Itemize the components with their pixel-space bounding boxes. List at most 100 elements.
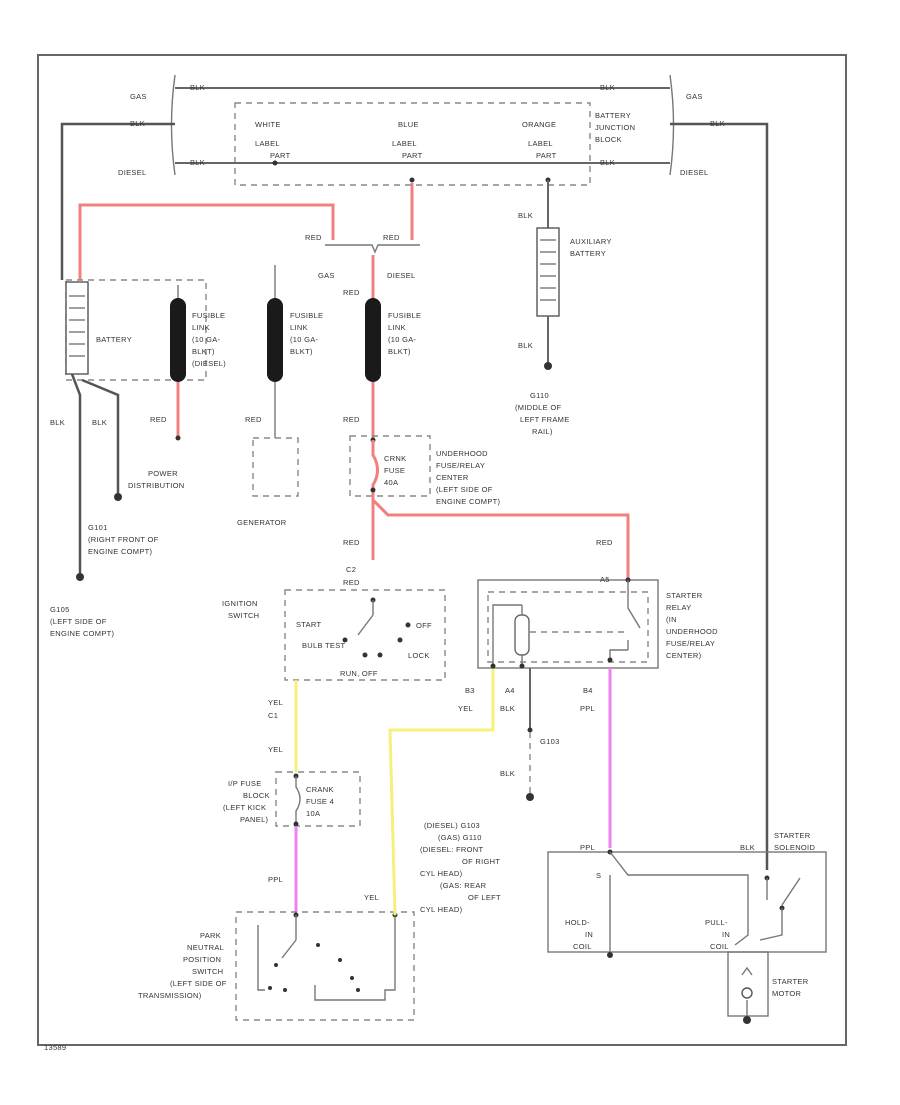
relay-ground: G103 BLK (DIESEL) G103 (GAS) G110 (DIESE… bbox=[420, 668, 559, 914]
crank-fuse-2: FUSE 4 bbox=[306, 797, 334, 806]
relay-5: FUSE/RELAY bbox=[666, 639, 715, 648]
fusible-link-generator: FUSIBLE LINK (10 GA- BLKT) RED bbox=[245, 265, 323, 497]
wire-label-red: RED bbox=[596, 538, 613, 547]
g101-label: G101 bbox=[88, 523, 108, 532]
battery: BATTERY BLK BLK bbox=[50, 279, 207, 581]
g101-desc-2: ENGINE COMPT) bbox=[88, 547, 153, 556]
wire-label-red: RED bbox=[343, 578, 360, 587]
crnk-fuse-2: FUSE bbox=[384, 466, 405, 475]
wire-label-blk: BLK bbox=[500, 704, 515, 713]
ign-start: START bbox=[296, 620, 322, 629]
wire-label-blk: BLK bbox=[600, 83, 615, 92]
wire-label-blk: BLK bbox=[130, 119, 145, 128]
power-dist-2: DISTRIBUTION bbox=[128, 481, 185, 490]
diesel-label-left: DIESEL bbox=[118, 168, 146, 177]
relay-2: RELAY bbox=[666, 603, 692, 612]
fl-gen-2: LINK bbox=[290, 323, 308, 332]
starter-motor: STARTER MOTOR bbox=[727, 951, 808, 1024]
pull-in-1: PULL- bbox=[705, 918, 728, 927]
g110-desc-2: LEFT FRAME bbox=[520, 415, 570, 424]
wire-label-ppl: PPL bbox=[268, 875, 283, 884]
ign-lock: LOCK bbox=[408, 651, 430, 660]
relay-pin-b3: B3 bbox=[465, 686, 475, 695]
g103-note-4: OF RIGHT bbox=[462, 857, 500, 866]
g103-note-6: (GAS: REAR bbox=[440, 881, 487, 890]
uh-center-2: FUSE/RELAY bbox=[436, 461, 485, 470]
crnk-fuse-3: 40A bbox=[384, 478, 398, 487]
white-label-part: PART bbox=[270, 151, 291, 160]
diagram-border bbox=[37, 54, 847, 1046]
pnp-2: NEUTRAL bbox=[187, 943, 224, 952]
underhood-fuse-relay-center: CRNK FUSE 40A UNDERHOOD FUSE/RELAY CENTE… bbox=[349, 435, 500, 560]
orange-label-color: ORANGE bbox=[522, 120, 556, 129]
battery-junction-block: BLK BLK BLK BLK GAS DIESEL GAS DIESEL WH… bbox=[118, 74, 708, 186]
wire-label-blk: BLK bbox=[740, 843, 755, 852]
pull-in-2: IN bbox=[722, 930, 730, 939]
fl-gen-1: FUSIBLE bbox=[290, 311, 323, 320]
bjb-title-1: BATTERY bbox=[595, 111, 631, 120]
gas-label-right: GAS bbox=[686, 92, 703, 101]
g103-note-8: CYL HEAD) bbox=[420, 905, 463, 914]
red-wire-battery bbox=[78, 203, 335, 280]
aux-battery-label-1: AUXILIARY bbox=[570, 237, 612, 246]
g105-desc-2: ENGINE COMPT) bbox=[50, 629, 115, 638]
bjb-title-3: BLOCK bbox=[595, 135, 622, 144]
wire-label-yel: YEL bbox=[268, 745, 283, 754]
battery-cable-left bbox=[60, 122, 175, 280]
red-wire-relay bbox=[371, 498, 630, 578]
gas-diesel-split bbox=[325, 244, 420, 254]
wire-label-blk: BLK bbox=[518, 211, 533, 220]
ign-run: RUN, OFF bbox=[340, 669, 378, 678]
blue-label-text: LABEL bbox=[392, 139, 417, 148]
wire-label-yel: YEL bbox=[364, 893, 379, 902]
solenoid-2: SOLENOID bbox=[774, 843, 815, 852]
fusible-link-main: RED FUSIBLE LINK (10 GA- BLKT) RED bbox=[343, 255, 421, 438]
ip-fuse-4: PANEL) bbox=[240, 815, 269, 824]
yel-wire-relay bbox=[388, 668, 495, 916]
hold-in-3: COIL bbox=[573, 942, 592, 951]
g101-desc-1: (RIGHT FRONT OF bbox=[88, 535, 159, 544]
fl-diesel-1: FUSIBLE bbox=[192, 311, 225, 320]
fl-diesel-2: LINK bbox=[192, 323, 210, 332]
wire-label-red: RED bbox=[150, 415, 167, 424]
fl-diesel-5: (DIESEL) bbox=[192, 359, 226, 368]
uh-center-1: UNDERHOOD bbox=[436, 449, 488, 458]
wire-label-blk: BLK bbox=[190, 83, 205, 92]
white-label-color: WHITE bbox=[255, 120, 281, 129]
bjb-title-2: JUNCTION bbox=[595, 123, 635, 132]
crnk-fuse-1: CRNK bbox=[384, 454, 406, 463]
uh-center-3: CENTER bbox=[436, 473, 469, 482]
relay-6: CENTER) bbox=[666, 651, 702, 660]
generator-label: GENERATOR bbox=[237, 518, 287, 527]
wire-label-blk: BLK bbox=[518, 341, 533, 350]
wire-label-red: RED bbox=[343, 538, 360, 547]
relay-pin-b4: B4 bbox=[583, 686, 593, 695]
wire-label-ppl: PPL bbox=[580, 704, 595, 713]
g110-label: G110 bbox=[530, 391, 549, 400]
pnp-6: TRANSMISSION) bbox=[138, 991, 202, 1000]
orange-label-text: LABEL bbox=[528, 139, 553, 148]
wire-label-red: RED bbox=[343, 415, 360, 424]
relay-3: (IN bbox=[666, 615, 677, 624]
ign-bulb-test: BULB TEST bbox=[302, 641, 346, 650]
ip-fuse-3: (LEFT KICK bbox=[223, 803, 266, 812]
aux-battery-label-2: BATTERY bbox=[570, 249, 606, 258]
g103-note-3: (DIESEL: FRONT bbox=[420, 845, 483, 854]
wire-label-yel: YEL bbox=[458, 704, 473, 713]
starter-relay: A5 STARTER RELAY (IN UNDERHOOD FUSE/RELA… bbox=[477, 575, 718, 669]
pnp-1: PARK bbox=[200, 931, 221, 940]
fl-diesel-3: (10 GA- bbox=[192, 335, 221, 344]
wire-label-blk: BLK bbox=[50, 418, 65, 427]
hold-in-1: HOLD- bbox=[565, 918, 590, 927]
ign-switch-2: SWITCH bbox=[228, 611, 259, 620]
diesel-label-right: DIESEL bbox=[680, 168, 708, 177]
g105-label: G105 bbox=[50, 605, 70, 614]
ip-fuse-block: CRANK FUSE 4 10A I/P FUSE BLOCK (LEFT KI… bbox=[223, 771, 361, 827]
wire-label-red: RED bbox=[305, 233, 322, 242]
hold-in-2: IN bbox=[585, 930, 593, 939]
g103-note-7: OF LEFT bbox=[468, 893, 501, 902]
relay-4: UNDERHOOD bbox=[666, 627, 718, 636]
wire-label-ppl: PPL bbox=[580, 843, 595, 852]
